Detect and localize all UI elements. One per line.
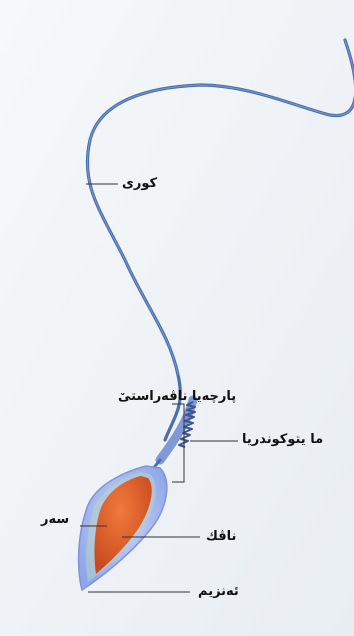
mitochondria-label: ما يتوكوندريا — [242, 432, 323, 448]
tail-label: كوری — [122, 176, 157, 192]
head-label: سەر — [41, 512, 69, 528]
acrosome-label: ئەنزیم — [198, 584, 239, 600]
nucleus-label: ناڤك — [206, 529, 236, 545]
midpiece-label: پارچەیا ناڤەراستیٚ — [118, 389, 236, 405]
